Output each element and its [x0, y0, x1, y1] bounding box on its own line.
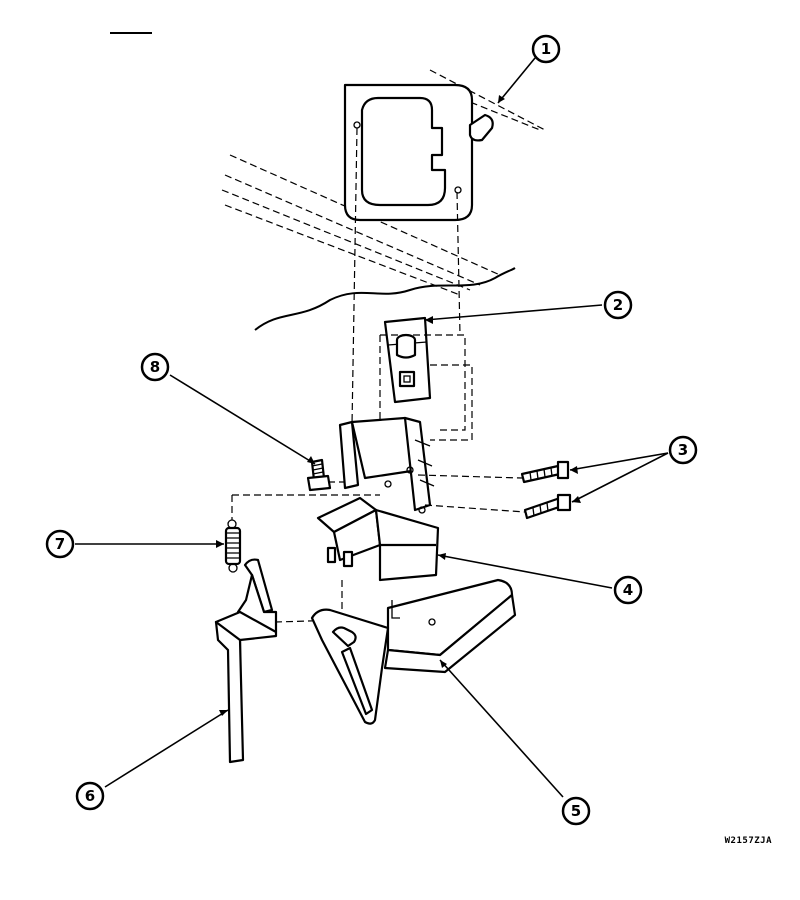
part-8-screw [306, 458, 345, 492]
part-4-bracket [316, 416, 440, 582]
callout-4: 4 [613, 575, 643, 605]
top-edge-mark [110, 32, 152, 34]
part-2-switch [379, 316, 473, 441]
callout-8: 8 [140, 352, 170, 382]
part-5-slotted-bracket [310, 578, 517, 725]
callout-1: 1 [531, 34, 561, 64]
callout-3: 3 [668, 435, 698, 465]
svg-text:7: 7 [55, 535, 65, 553]
leader-lines [75, 57, 669, 798]
reference-code: W2157ZJA [724, 836, 772, 846]
callout-6: 6 [75, 781, 105, 811]
part-3-screws [417, 460, 572, 520]
svg-text:4: 4 [623, 581, 633, 599]
callout-2: 2 [603, 290, 633, 320]
part-6-lever [214, 558, 278, 764]
svg-text:6: 6 [85, 787, 95, 805]
svg-text:3: 3 [678, 441, 688, 459]
svg-text:2: 2 [613, 296, 623, 314]
svg-text:8: 8 [150, 358, 160, 376]
callout-7: 7 [45, 529, 75, 559]
svg-text:1: 1 [541, 40, 551, 58]
svg-text:5: 5 [571, 802, 581, 820]
callout-5: 5 [561, 796, 591, 826]
part-1-escutcheon [343, 83, 494, 222]
part-7-spring [224, 519, 242, 573]
